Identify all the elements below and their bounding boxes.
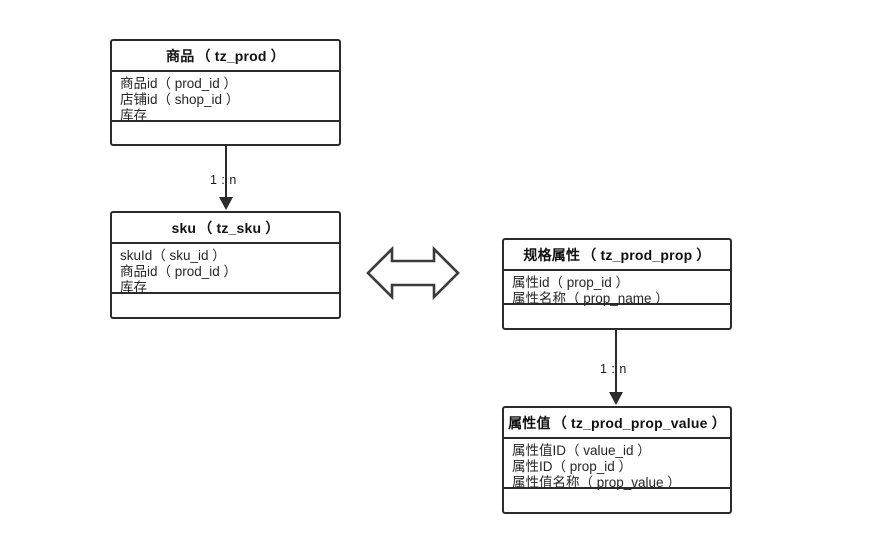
attribute-row: skuId（ sku_id ） — [120, 248, 226, 263]
arrowhead-icon — [609, 392, 623, 405]
entity-tz-prod-prop-title: 规格属性 （ tz_prod_prop ） — [504, 240, 730, 271]
entity-tz-prod-prop-value-name-cn: 属性值 — [508, 414, 551, 431]
attribute-row: 属性id（ prop_id ） — [512, 275, 630, 290]
double-headed-arrow-svg — [366, 245, 460, 301]
entity-tz-prod-footer — [112, 122, 339, 144]
arrowhead-icon — [219, 197, 233, 210]
entity-tz-sku[interactable]: sku （ tz_sku ） skuId（ sku_id ） 商品id（ pro… — [110, 211, 341, 319]
connector-line — [225, 146, 227, 198]
entity-tz-prod-prop-value[interactable]: 属性值 （ tz_prod_prop_value ） 属性值ID（ value_… — [502, 406, 732, 514]
entity-tz-prod-prop-name-cn: 规格属性 — [523, 246, 581, 263]
attribute-row: 库存 — [120, 280, 147, 295]
entity-tz-prod-prop-name-table: （ tz_prod_prop ） — [582, 246, 711, 263]
attribute-row: 属性值ID（ value_id ） — [512, 443, 651, 458]
entity-tz-sku-footer — [112, 294, 339, 317]
attribute-row: 商品id（ prod_id ） — [120, 76, 238, 91]
entity-tz-prod-prop-value-footer — [504, 489, 730, 512]
entity-tz-sku-name-table: （ tz_sku ） — [198, 219, 280, 236]
entity-tz-sku-title: sku （ tz_sku ） — [112, 213, 339, 244]
entity-tz-prod-prop-attributes: 属性id（ prop_id ） 属性名称（ prop_name ） — [504, 271, 730, 306]
attribute-row: 属性名称（ prop_name ） — [512, 291, 669, 306]
entity-tz-prod-title: 商品 （ tz_prod ） — [112, 41, 339, 72]
cardinality-label: 1 : n — [210, 173, 237, 187]
attribute-row: 店铺id（ shop_id ） — [120, 92, 240, 107]
entity-tz-prod-prop-value-attributes: 属性值ID（ value_id ） 属性ID（ prop_id ） 属性值名称（… — [504, 439, 730, 490]
cardinality-label: 1 : n — [600, 362, 627, 376]
entity-tz-prod-prop-value-title: 属性值 （ tz_prod_prop_value ） — [504, 408, 730, 439]
entity-tz-sku-name-cn: sku — [171, 219, 197, 236]
entity-tz-sku-attributes: skuId（ sku_id ） 商品id（ prod_id ） 库存 — [112, 244, 339, 295]
entity-tz-prod-prop-footer — [504, 305, 730, 328]
entity-tz-prod-name-cn: 商品 — [166, 47, 195, 64]
attribute-row: 库存 — [120, 108, 147, 123]
entity-tz-prod-prop-value-name-table: （ tz_prod_prop_value ） — [552, 414, 726, 431]
entity-tz-prod-name-table: （ tz_prod ） — [196, 47, 285, 64]
attribute-row: 属性ID（ prop_id ） — [512, 459, 633, 474]
attribute-row: 属性值名称（ prop_value ） — [512, 475, 681, 490]
entity-tz-prod-prop[interactable]: 规格属性 （ tz_prod_prop ） 属性id（ prop_id ） 属性… — [502, 238, 732, 330]
double-headed-arrow-shape — [366, 245, 460, 301]
attribute-row: 商品id（ prod_id ） — [120, 264, 238, 279]
double-headed-arrow-icon — [366, 236, 460, 310]
entity-tz-prod[interactable]: 商品 （ tz_prod ） 商品id（ prod_id ） 店铺id（ sho… — [110, 39, 341, 146]
connector-line — [615, 330, 617, 393]
entity-tz-prod-attributes: 商品id（ prod_id ） 店铺id（ shop_id ） 库存 — [112, 72, 339, 123]
